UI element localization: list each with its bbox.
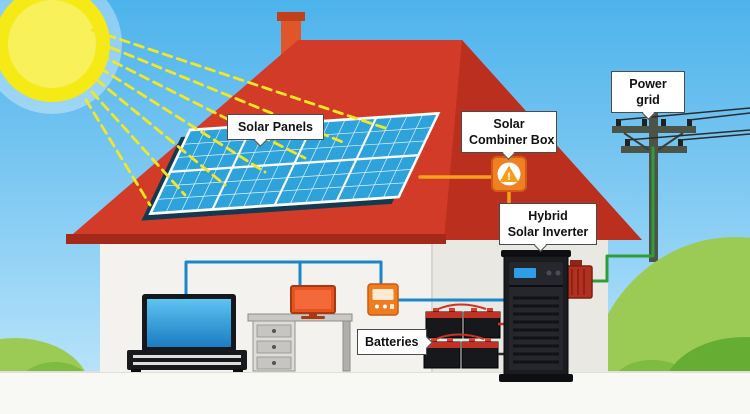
battery-jumper-cable	[435, 333, 485, 340]
tv	[127, 294, 247, 372]
overhead-cables	[617, 107, 750, 141]
desk-top	[247, 313, 353, 322]
desk-leg	[342, 320, 351, 372]
pole-insulators	[616, 119, 692, 146]
combiner-box-label: Solar Combiner Box	[461, 111, 557, 160]
battery-bank	[423, 303, 507, 369]
inverter-vents	[513, 296, 559, 364]
power-grid-label-line1: Power	[629, 77, 667, 91]
warning-exclamation: !	[507, 171, 511, 183]
ground	[0, 372, 750, 414]
battery-jumper-cable	[437, 303, 487, 310]
sun-rays	[84, 28, 387, 207]
computer-monitor	[290, 285, 336, 319]
solar-panel-array	[141, 111, 441, 221]
inverter-label-line1: Hybrid	[528, 209, 568, 223]
inverter-unit	[499, 250, 593, 382]
batteries-label-text: Batteries	[365, 335, 419, 349]
wall-distribution-box	[367, 283, 399, 316]
wire-tv-to-wallbox	[184, 260, 383, 302]
power-grid-label-line2: grid	[636, 93, 660, 107]
inverter-display	[514, 268, 536, 278]
combiner-label-line1: Solar	[493, 117, 525, 131]
warning-triangle-icon	[499, 165, 519, 182]
power-grid-label: Power grid	[611, 71, 685, 120]
roof-eave	[66, 234, 446, 244]
combiner-box-device: !	[491, 156, 527, 192]
solar-panels-label: Solar Panels	[227, 114, 324, 147]
inverter-label-line2: Solar Inverter	[507, 225, 589, 239]
tv-stand	[127, 350, 247, 370]
battery	[425, 308, 501, 339]
inverter-base	[499, 374, 573, 382]
wire-grid-to-inverter	[590, 146, 655, 283]
desk	[247, 313, 353, 372]
battery	[423, 338, 499, 369]
sun-icon	[0, 0, 122, 114]
solar-panels-label-text: Solar Panels	[237, 120, 314, 134]
tv-screen	[147, 299, 231, 347]
batteries-label: Batteries	[357, 329, 433, 355]
hybrid-inverter-label: Hybrid Solar Inverter	[499, 203, 597, 252]
combiner-label-line2: Combiner Box	[469, 133, 555, 147]
monitor-screen	[295, 290, 331, 309]
